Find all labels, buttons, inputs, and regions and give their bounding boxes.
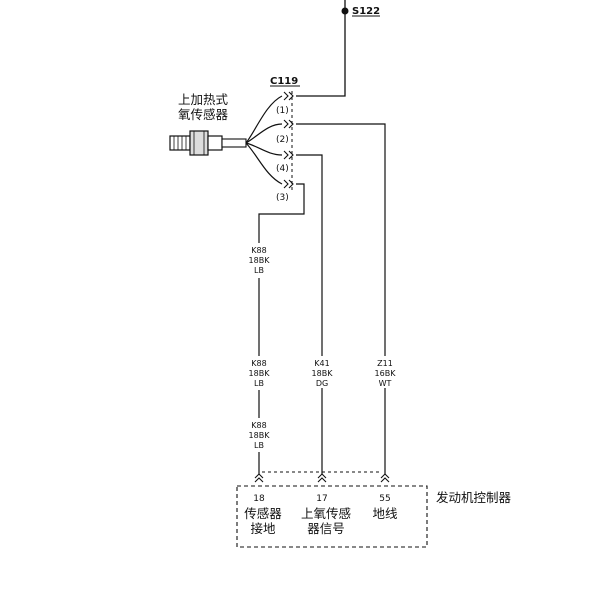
- sensor-name-line1: 上加热式: [178, 92, 229, 107]
- ecm-pin-number-55: 55: [379, 494, 390, 504]
- wire-label-z11: Z11 16BK WT: [375, 359, 397, 388]
- svg-text:16BK: 16BK: [375, 369, 397, 378]
- wire-k88-top: [258, 183, 305, 243]
- sensor-name-line2: 氧传感器: [178, 107, 229, 122]
- ecm-pin-55-label-line1: 地线: [372, 506, 398, 521]
- svg-text:DG: DG: [316, 379, 328, 388]
- wire-z11: [296, 123, 386, 474]
- ecm-box: [236, 485, 428, 548]
- connector-pin-3: (3): [276, 193, 289, 203]
- svg-text:LB: LB: [254, 441, 264, 450]
- ecm-pin-17-label-line2: 器信号: [307, 521, 345, 536]
- svg-text:K88: K88: [251, 421, 266, 430]
- wire-label-k88-c: K88 18BK LB: [249, 421, 271, 450]
- connector-pin-2: (2): [276, 135, 289, 145]
- wire-label-k41: K41 18BK DG: [312, 359, 334, 388]
- ecm-name: 发动机控制器: [436, 490, 512, 505]
- svg-text:LB: LB: [254, 379, 264, 388]
- svg-text:LB: LB: [254, 266, 264, 275]
- svg-text:18BK: 18BK: [249, 369, 271, 378]
- svg-text:18BK: 18BK: [312, 369, 334, 378]
- ecm-pin-number-17: 17: [316, 494, 327, 504]
- svg-text:18BK: 18BK: [249, 256, 271, 265]
- ecm-pin-number-18: 18: [253, 494, 265, 504]
- oxygen-sensor-icon: [169, 130, 247, 156]
- svg-text:WT: WT: [379, 379, 392, 388]
- connector-pin-1: (1): [276, 106, 289, 116]
- ecm-pin-17-label-line1: 上氧传感: [301, 506, 351, 521]
- connector-pin-4: (4): [276, 164, 289, 174]
- svg-text:Z11: Z11: [377, 359, 393, 368]
- wire-k41: [296, 154, 323, 474]
- ecm-pin-18-label-line2: 接地: [250, 521, 276, 536]
- sensor-leads: [245, 95, 283, 185]
- ecm-connector-chevrons: [254, 473, 390, 483]
- svg-text:18BK: 18BK: [249, 431, 271, 440]
- wire-label-k88-a: K88 18BK LB: [249, 246, 271, 275]
- ecm-pin-18-label-line1: 传感器: [244, 506, 282, 521]
- wire-label-k41-bg: [312, 356, 332, 388]
- connector-label: C119: [270, 76, 298, 87]
- splice-label: S122: [352, 6, 380, 17]
- connector-chevrons: [283, 91, 294, 189]
- svg-text:K88: K88: [251, 359, 266, 368]
- wire-s122-to-c119: [296, 11, 346, 97]
- svg-text:K41: K41: [314, 359, 329, 368]
- wire-label-k88-b: K88 18BK LB: [249, 359, 271, 388]
- wire-label-z11-bg: [375, 356, 395, 388]
- svg-text:K88: K88: [251, 246, 266, 255]
